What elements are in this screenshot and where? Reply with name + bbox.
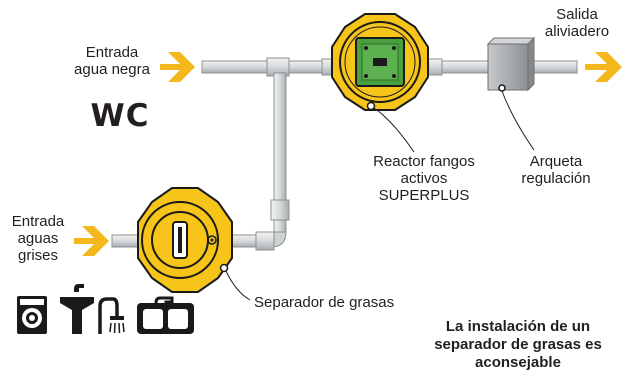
reactor-superplus bbox=[331, 13, 429, 111]
label-line: regulación bbox=[521, 170, 591, 187]
label-line: aguas bbox=[17, 230, 59, 247]
pipe-grey-water-inlet bbox=[111, 234, 141, 248]
label-black-water-inlet: Entrada agua negra bbox=[64, 44, 160, 78]
arrow-outlet bbox=[585, 52, 622, 82]
pipe-joint bbox=[255, 231, 275, 251]
flow-arrows bbox=[74, 52, 622, 256]
label-reactor: Reactor fangos activos SUPERPLUS bbox=[364, 153, 484, 204]
note-line: aconsejable bbox=[475, 354, 561, 371]
label-line: activos bbox=[400, 170, 448, 187]
pipe-network bbox=[111, 57, 578, 251]
label-wc: WC bbox=[90, 98, 150, 134]
grease-separator bbox=[137, 187, 233, 293]
label-line: Entrada bbox=[85, 44, 139, 61]
label-line: grises bbox=[17, 247, 58, 264]
label-chamber: Arqueta regulación bbox=[506, 153, 606, 187]
label-grey-water-inlet: Entrada aguas grises bbox=[2, 213, 74, 264]
label-separator: Separador de grasas bbox=[254, 294, 395, 311]
label-outlet: Salida aliviadero bbox=[530, 6, 623, 40]
arrow-grey-water-inlet bbox=[74, 226, 109, 256]
note-line: separador de grasas es bbox=[434, 336, 602, 353]
label-line: agua negra bbox=[74, 61, 150, 78]
label-line: SUPERPLUS bbox=[378, 187, 470, 204]
label-line: aliviadero bbox=[544, 23, 610, 40]
pipe-joint bbox=[270, 199, 290, 221]
label-line: Salida bbox=[556, 6, 598, 23]
leader-lines bbox=[225, 90, 535, 301]
label-line: Arqueta bbox=[529, 153, 583, 170]
leader-reactor bbox=[373, 107, 415, 153]
leader-separator bbox=[225, 270, 251, 301]
note-line: La instalación de un bbox=[445, 318, 591, 335]
regulation-chamber bbox=[486, 36, 536, 92]
washing-machine-icon bbox=[17, 296, 47, 334]
sink-icon bbox=[60, 284, 94, 334]
kitchen-sink-icon bbox=[137, 296, 194, 334]
recommendation-note: La instalación de un separador de grasas… bbox=[412, 318, 623, 372]
label-line: Reactor fangos bbox=[373, 153, 475, 170]
pipe-joint bbox=[427, 58, 443, 76]
leader-chamber bbox=[501, 90, 535, 151]
shower-icon bbox=[98, 297, 125, 334]
label-line: Entrada bbox=[11, 213, 65, 230]
arrow-black-water-inlet bbox=[160, 52, 195, 82]
